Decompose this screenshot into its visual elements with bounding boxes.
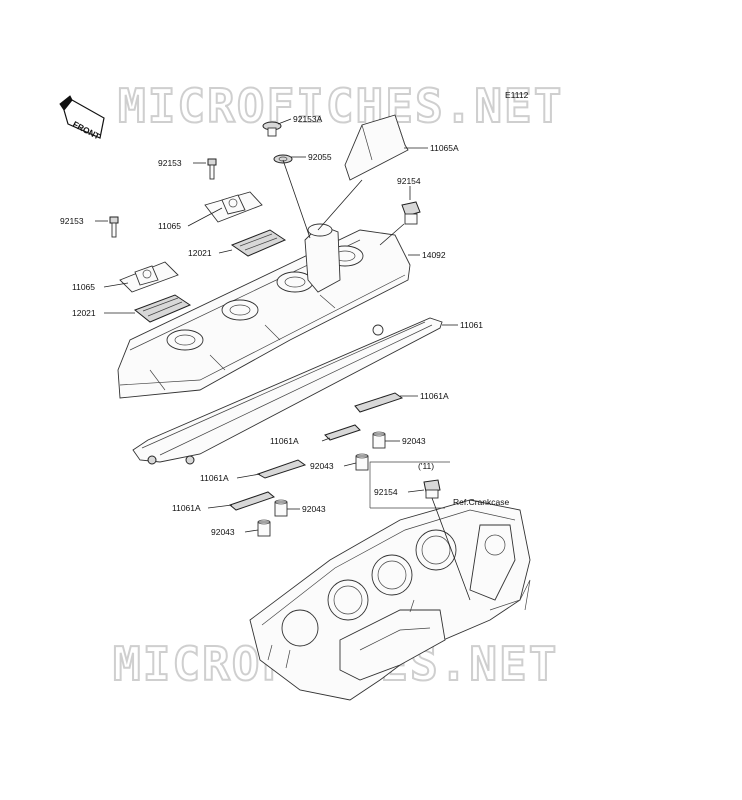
plug-gasket-2 bbox=[324, 424, 361, 441]
bolt-92153-lower bbox=[109, 216, 119, 238]
part-label-12021-upper: 12021 bbox=[188, 248, 212, 258]
oil-plug-small bbox=[423, 479, 441, 499]
reed-cover-lower bbox=[119, 261, 179, 293]
part-label-92154-upper: 92154 bbox=[397, 176, 421, 186]
plug-gasket-3 bbox=[256, 459, 307, 479]
part-label-92154-lower: 92154 bbox=[374, 487, 398, 497]
oil-filler-plug-92154 bbox=[401, 201, 421, 225]
part-label-92043-2: 92043 bbox=[310, 461, 334, 471]
part-label-92153-lower: 92153 bbox=[60, 216, 84, 226]
part-label-92043-3: 92043 bbox=[302, 504, 326, 514]
bushing-3 bbox=[274, 499, 288, 517]
crankcase-drawing bbox=[249, 499, 531, 701]
plug-gasket-4 bbox=[228, 491, 276, 511]
part-label-11061A-3: 11061A bbox=[200, 473, 229, 483]
year-note: ('11) bbox=[418, 461, 434, 471]
seal-92055 bbox=[273, 154, 293, 164]
reed-cover-upper bbox=[204, 191, 263, 223]
reference-note: Ref.Crankcase bbox=[453, 497, 509, 507]
part-label-14092: 14092 bbox=[422, 250, 446, 260]
head-cover-gasket bbox=[132, 317, 443, 465]
part-label-92043-1: 92043 bbox=[402, 436, 426, 446]
bushing-4 bbox=[257, 519, 271, 537]
bolt-92153-upper bbox=[207, 158, 217, 180]
bushing-1 bbox=[372, 431, 386, 449]
breather-cover-11065A bbox=[344, 114, 409, 181]
part-label-92153-upper: 92153 bbox=[158, 158, 182, 168]
cylinder-head-cover bbox=[117, 223, 411, 399]
part-label-11061A-4: 11061A bbox=[172, 503, 201, 513]
part-label-11065A: 11065A bbox=[430, 143, 459, 153]
front-arrow-icon: FRONT bbox=[59, 95, 105, 142]
diagram-code: E1112 bbox=[505, 90, 529, 100]
part-label-92055: 92055 bbox=[308, 152, 332, 162]
watermark-top: MICROFICHES.NET bbox=[118, 79, 563, 133]
bushing-2 bbox=[355, 453, 369, 471]
part-label-11065-lower: 11065 bbox=[72, 282, 95, 292]
year-variant-box: ('11) bbox=[369, 461, 450, 509]
part-label-92153A: 92153A bbox=[293, 114, 323, 124]
bolt-92153A bbox=[262, 121, 282, 137]
part-label-11065-upper: 11065 bbox=[158, 221, 181, 231]
part-label-11061A-1: 11061A bbox=[420, 391, 449, 401]
part-label-92043-4: 92043 bbox=[211, 527, 235, 537]
part-label-11061: 11061 bbox=[460, 320, 483, 330]
reed-valve-plate-upper bbox=[230, 229, 287, 257]
plug-gasket-1 bbox=[354, 392, 404, 413]
reed-valve-plate-lower bbox=[134, 294, 192, 323]
part-label-12021-lower: 12021 bbox=[72, 308, 96, 318]
part-label-11061A-2: 11061A bbox=[270, 436, 299, 446]
